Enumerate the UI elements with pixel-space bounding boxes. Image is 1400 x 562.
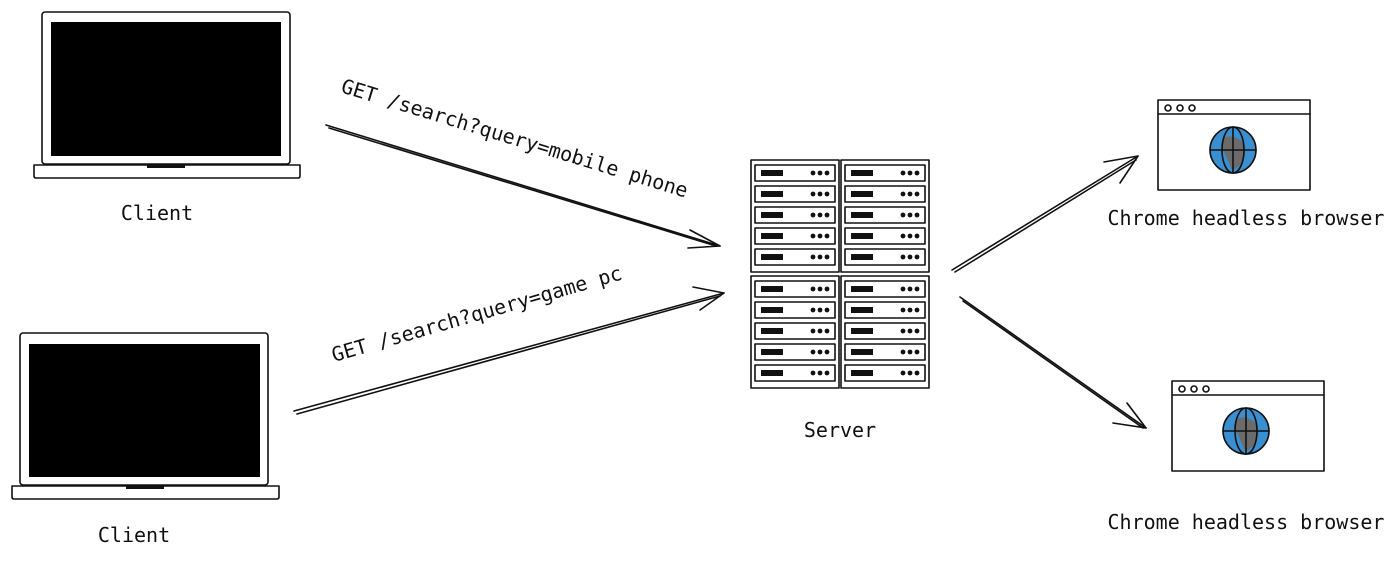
- request-bottom-edge: GET /search?query=game pc: [293, 261, 725, 415]
- browser-top-label: Chrome headless browser: [1108, 206, 1385, 230]
- browser-window-icon: [1171, 380, 1325, 472]
- server-label: Server: [804, 418, 876, 442]
- laptop-icon: [33, 11, 301, 179]
- browser-top-node: Chrome headless browser: [1108, 99, 1385, 230]
- client-top-label: Client: [121, 201, 193, 225]
- globe-icon: [1209, 126, 1257, 174]
- server-to-browser-bottom-edge: [959, 296, 1147, 429]
- browser-bottom-node: Chrome headless browser: [1108, 380, 1385, 534]
- globe-icon: [1222, 407, 1270, 455]
- server-node: Server: [750, 159, 930, 442]
- request-top-edge: GET /search?query=mobile phone: [325, 74, 721, 249]
- browser-bottom-label: Chrome headless browser: [1108, 510, 1385, 534]
- laptop-icon: [11, 332, 280, 500]
- client-bottom-label: Client: [98, 523, 170, 547]
- server-to-browser-top-edge: [951, 155, 1139, 273]
- client-bottom-node: Client: [11, 332, 280, 547]
- client-top-node: Client: [33, 11, 301, 225]
- server-rack-icon: [750, 159, 930, 389]
- browser-window-icon: [1157, 99, 1311, 191]
- request-bottom-label: GET /search?query=game pc: [329, 261, 625, 367]
